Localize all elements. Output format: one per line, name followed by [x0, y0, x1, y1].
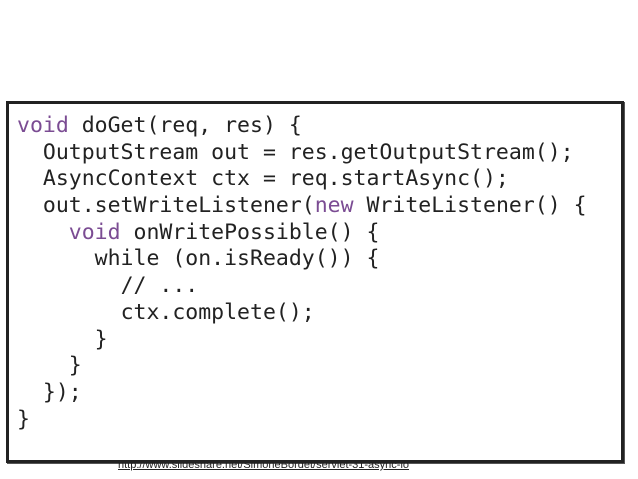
code-text: while (on.isReady()) {: [94, 246, 380, 272]
code-text: out.setWriteListener(: [42, 193, 315, 219]
code-keyword: new: [314, 193, 354, 219]
source-link[interactable]: http://www.slideshare.net/SimoneBordet/s…: [118, 459, 410, 471]
code-line: });: [17, 380, 587, 407]
code-text: // ...: [120, 273, 199, 299]
code-line: while (on.isReady()) {: [17, 246, 587, 273]
code-line: }: [17, 407, 587, 434]
code-line: }: [17, 353, 587, 380]
code-text: }: [94, 326, 108, 352]
code-text: }: [17, 406, 30, 432]
code-line: AsyncContext ctx = req.startAsync();: [17, 166, 587, 193]
code-block: void doGet(req, res) { OutputStream out …: [17, 113, 587, 433]
code-text: });: [42, 379, 82, 405]
code-keyword: void: [17, 113, 69, 138]
code-box: void doGet(req, res) { OutputStream out …: [6, 101, 624, 463]
code-text: onWritePossible() {: [120, 219, 380, 245]
code-line: }: [17, 327, 587, 354]
code-text: AsyncContext ctx = req.startAsync();: [42, 166, 509, 192]
code-text: ctx.complete();: [120, 299, 315, 325]
code-line: void doGet(req, res) {: [17, 113, 587, 140]
code-line: // ...: [17, 273, 587, 300]
code-text: }: [68, 353, 82, 379]
code-line: out.setWriteListener(new WriteListener()…: [17, 193, 587, 220]
code-text: OutputStream out = res.getOutputStream()…: [42, 139, 574, 165]
code-line: ctx.complete();: [17, 300, 587, 327]
code-line: void onWritePossible() {: [17, 220, 587, 247]
code-text: doGet(req, res) {: [68, 113, 302, 138]
code-keyword: void: [68, 219, 121, 245]
code-text: WriteListener() {: [353, 193, 587, 219]
code-line: OutputStream out = res.getOutputStream()…: [17, 140, 587, 167]
